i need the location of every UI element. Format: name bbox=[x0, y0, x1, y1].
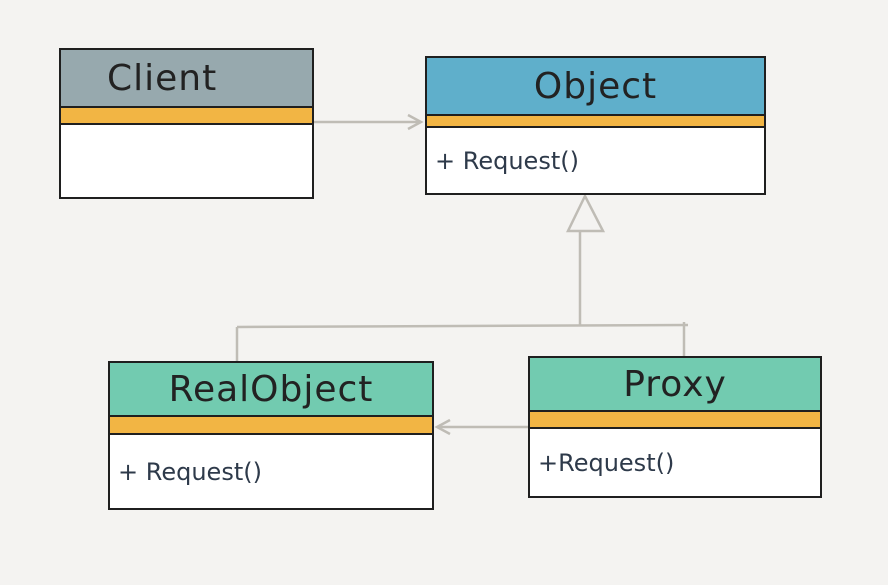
class-object-divider bbox=[427, 116, 764, 128]
class-object-header: Object bbox=[427, 58, 764, 116]
class-client-header: Client bbox=[61, 50, 312, 108]
class-client-divider bbox=[61, 108, 312, 125]
class-proxy-name: Proxy bbox=[623, 363, 727, 405]
class-object[interactable]: Object + Request() bbox=[425, 56, 766, 195]
class-object-name: Object bbox=[533, 65, 658, 107]
class-client[interactable]: Client bbox=[59, 48, 314, 199]
class-realobject-method: + Request() bbox=[118, 457, 262, 486]
class-client-name: Client bbox=[107, 57, 218, 99]
class-client-methods bbox=[61, 125, 312, 197]
class-proxy-methods: +Request() bbox=[530, 429, 820, 496]
class-proxy-method: +Request() bbox=[538, 448, 675, 477]
class-realobject-name: RealObject bbox=[168, 368, 374, 410]
proxy-realobject-arrow-head bbox=[434, 418, 451, 436]
class-proxy-divider bbox=[530, 412, 820, 429]
class-realobject-methods: + Request() bbox=[110, 435, 432, 508]
client-object-arrow-head bbox=[407, 113, 424, 131]
class-proxy-header: Proxy bbox=[530, 358, 820, 412]
class-realobject[interactable]: RealObject + Request() bbox=[108, 361, 434, 510]
class-proxy[interactable]: Proxy +Request() bbox=[528, 356, 822, 498]
class-object-methods: + Request() bbox=[427, 128, 764, 193]
inheritance-crossbar bbox=[236, 323, 689, 329]
class-realobject-divider bbox=[110, 417, 432, 435]
class-realobject-header: RealObject bbox=[110, 363, 432, 417]
inheritance-triangle bbox=[566, 193, 606, 233]
class-object-method: + Request() bbox=[435, 146, 579, 175]
